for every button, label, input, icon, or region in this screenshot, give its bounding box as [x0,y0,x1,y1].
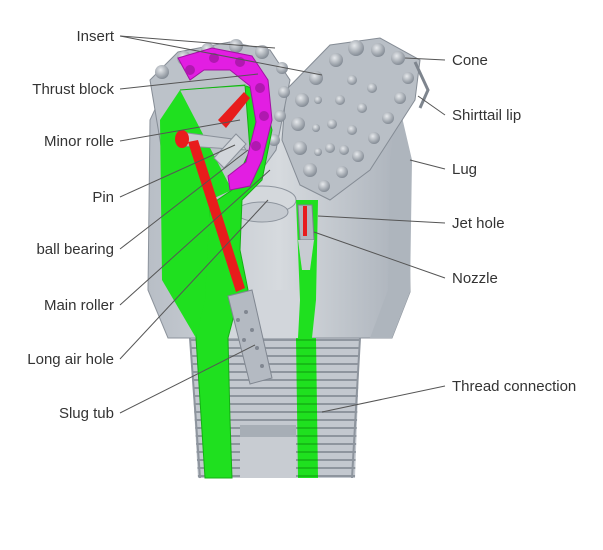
jet-nozzle [297,204,315,270]
label-lug: Lug [452,161,477,178]
label-nozzle: Nozzle [452,270,498,287]
labels-left: Insert Thrust block Minor rolle Pin ball… [27,28,115,422]
magenta-inserts [185,53,269,151]
label-thread-connection: Thread connection [452,378,576,395]
label-cone: Cone [452,52,488,69]
label-shirttail-lip: Shirttail lip [452,107,521,124]
cone-inserts [291,40,414,192]
long-air-hole [188,92,250,292]
label-insert: Insert [76,28,114,45]
label-thrust-block: Thrust block [32,81,114,98]
pin-journal [175,130,247,169]
thrust-block-section [177,47,273,191]
label-slug-tub: Slug tub [59,405,114,422]
label-ball-bearing: ball bearing [36,241,114,258]
label-main-roller: Main roller [44,297,114,314]
slug-tub [227,289,273,385]
leader-lines [119,35,446,414]
label-jet-hole: Jet hole [452,215,505,232]
cone-right [281,37,430,201]
bore [240,425,296,478]
labels-right: Cone Shirttail lip Lug Jet hole Nozzle T… [452,52,576,395]
label-long-air-hole: Long air hole [27,351,114,368]
label-minor-rolle: Minor rolle [44,133,114,150]
label-pin: Pin [92,189,114,206]
